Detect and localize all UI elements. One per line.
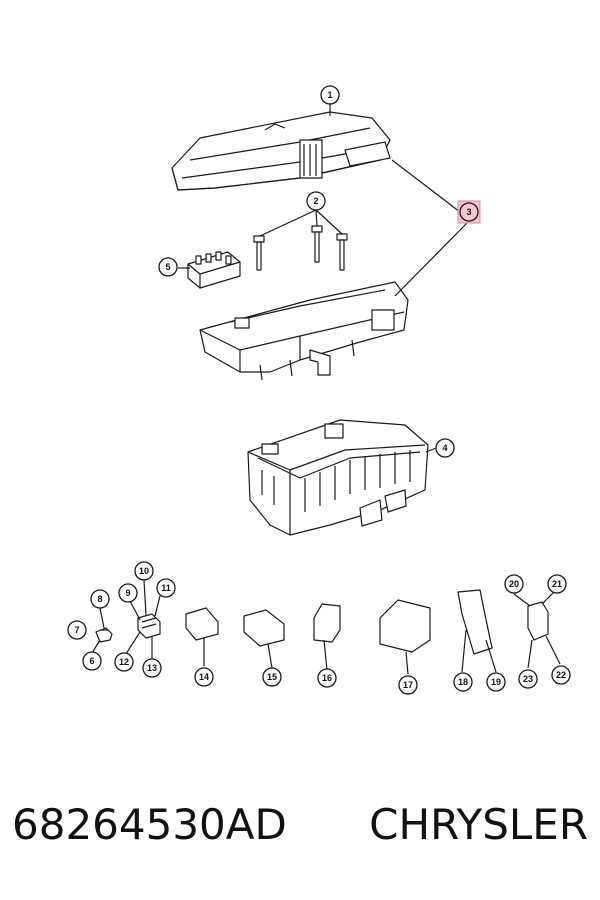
callout-circle-21[interactable]	[547, 574, 567, 594]
callout-label-2: 2	[313, 196, 318, 206]
callout-circle-14[interactable]	[194, 667, 214, 687]
callout-label-20: 20	[509, 579, 519, 589]
callout-label-19: 19	[491, 677, 501, 687]
callout-circle-7[interactable]	[67, 620, 87, 640]
callout-circle-22[interactable]	[551, 665, 571, 685]
callout-circle-4[interactable]	[435, 438, 455, 458]
callout-label-18: 18	[458, 677, 468, 687]
callout-circle-3[interactable]	[459, 202, 479, 222]
callout-circle-8[interactable]	[90, 589, 110, 609]
callout-circle-11[interactable]	[156, 578, 176, 598]
part-14-fuse	[185, 607, 219, 641]
part-connector-block	[187, 251, 241, 289]
part-bolts	[253, 225, 348, 271]
callout-label-5: 5	[165, 262, 170, 272]
callout-label-12: 12	[119, 657, 129, 667]
callout-circle-1[interactable]	[320, 85, 340, 105]
callout-label-8: 8	[97, 594, 102, 604]
part-15-fuse	[243, 609, 285, 647]
callout-circle-15[interactable]	[262, 667, 282, 687]
part-cover	[171, 111, 391, 191]
callout-label-11: 11	[161, 583, 171, 593]
callout-label-16: 16	[322, 673, 332, 683]
part-20-23-block	[527, 601, 549, 641]
callout-circle-20[interactable]	[504, 574, 524, 594]
part-16-relay	[313, 603, 341, 643]
callout-label-10: 10	[139, 566, 149, 576]
callout-circle-16[interactable]	[317, 668, 337, 688]
callout-circle-19[interactable]	[486, 672, 506, 692]
callout-label-4: 4	[442, 443, 447, 453]
part-18-19-block	[457, 589, 493, 655]
callout-label-23: 23	[523, 674, 533, 684]
brand-name: CHRYSLER	[369, 800, 588, 849]
part-number: 68264530AD	[12, 800, 287, 849]
part-lower-box	[247, 419, 429, 536]
callout-circle-6[interactable]	[82, 651, 102, 671]
callout-label-6: 6	[89, 656, 94, 666]
part-clips	[95, 613, 161, 643]
callout-circle-18[interactable]	[453, 672, 473, 692]
footer: 68264530AD CHRYSLER	[0, 800, 600, 870]
callout-circle-23[interactable]	[518, 669, 538, 689]
callout-circle-10[interactable]	[134, 561, 154, 581]
callout-label-22: 22	[556, 670, 566, 680]
callout-label-14: 14	[199, 672, 209, 682]
callout-label-17: 17	[403, 680, 413, 690]
callout-circle-13[interactable]	[142, 658, 162, 678]
callout-label-3: 3	[466, 207, 471, 217]
callout-circle-2[interactable]	[306, 191, 326, 211]
callout-label-21: 21	[552, 579, 562, 589]
callout-circle-12[interactable]	[114, 652, 134, 672]
part-upper-housing	[199, 281, 409, 381]
callout-circle-17[interactable]	[398, 675, 418, 695]
part-17-relay	[379, 599, 431, 653]
callout-circle-9[interactable]	[118, 583, 138, 603]
callout-label-7: 7	[74, 625, 79, 635]
callout-label-15: 15	[267, 672, 277, 682]
callout-label-9: 9	[125, 588, 130, 598]
callout-label-1: 1	[327, 90, 332, 100]
callout-label-13: 13	[147, 663, 157, 673]
leader-lines	[91, 104, 561, 675]
callout-circle-5[interactable]	[158, 257, 178, 277]
